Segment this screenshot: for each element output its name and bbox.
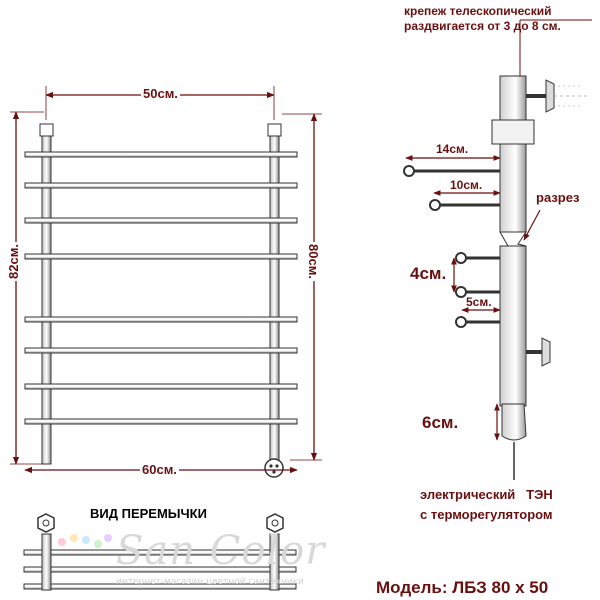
wall-plate-bottom bbox=[541, 337, 551, 367]
label-14cm: 14см. bbox=[436, 142, 469, 156]
crossbar bbox=[24, 316, 298, 323]
front-view bbox=[10, 86, 322, 478]
crossbar bbox=[24, 347, 298, 354]
heater-body bbox=[501, 403, 527, 441]
label-5cm: 5см. bbox=[466, 295, 492, 309]
label-left-height: 82см. bbox=[5, 242, 21, 281]
jumper-title: ВИД ПЕРЕМЫЧКИ bbox=[90, 506, 207, 521]
label-mount-line1: крепеж телескопический bbox=[404, 4, 552, 18]
label-mount-line2: раздвигается от 3 до 8 см. bbox=[404, 19, 561, 33]
jumper-view bbox=[23, 513, 297, 591]
wall-plate-top bbox=[545, 79, 555, 113]
crossbar bbox=[24, 217, 298, 224]
watermark-logo bbox=[58, 534, 112, 548]
crossbar bbox=[24, 151, 298, 158]
side-pipe-lower bbox=[499, 245, 527, 407]
model-label: Модель: ЛБЗ 80 х 50 bbox=[376, 578, 549, 597]
label-bottom-width: 60см. bbox=[140, 462, 179, 477]
mount-clamp bbox=[491, 119, 535, 145]
label-6cm: 6см. bbox=[422, 413, 459, 432]
side-view bbox=[403, 19, 592, 480]
label-top-width: 50см. bbox=[141, 86, 180, 101]
watermark-tagline: интернет-магазин цветной сантехники bbox=[116, 577, 304, 587]
label-cut: разрез bbox=[536, 190, 580, 205]
crossbars bbox=[24, 151, 298, 425]
watermark-brand: San Color bbox=[116, 528, 326, 574]
label-4cm: 4см. bbox=[410, 264, 447, 283]
side-pipe-upper bbox=[499, 75, 527, 233]
label-right-height: 80см. bbox=[305, 242, 321, 281]
right-top-fitting bbox=[267, 123, 282, 137]
label-heater-line2: с терморегулятором bbox=[420, 507, 553, 522]
label-heater-line1: электрический ТЭН bbox=[420, 487, 553, 502]
label-10cm: 10см. bbox=[450, 178, 483, 192]
crossbar bbox=[24, 182, 298, 189]
crossbar bbox=[24, 383, 298, 390]
left-top-fitting bbox=[39, 123, 54, 137]
crossbar bbox=[24, 253, 298, 260]
side-bars bbox=[403, 165, 500, 328]
heater-connector bbox=[264, 458, 284, 478]
crossbar bbox=[24, 418, 298, 425]
